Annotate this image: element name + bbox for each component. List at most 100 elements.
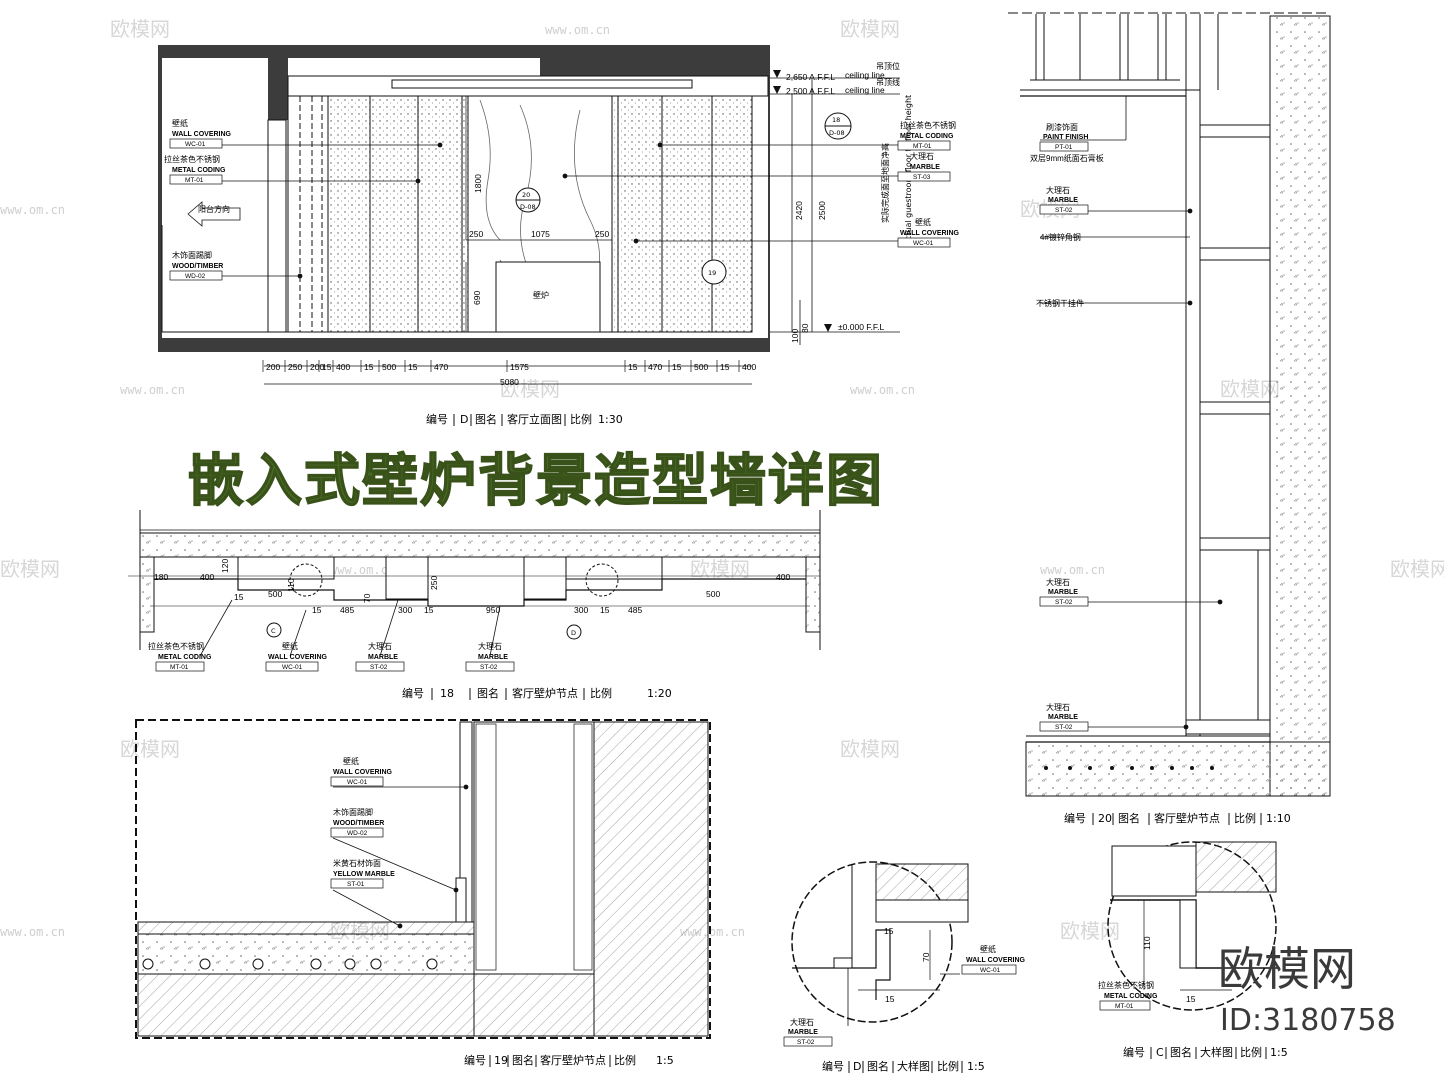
- plan-label-marble-2: 大理石 MARBLE ST-02: [465, 641, 515, 672]
- svg-text:ST-02: ST-02: [370, 664, 388, 671]
- svg-text:双层9mm纸面石膏板: 双层9mm纸面石膏板: [1030, 153, 1104, 163]
- plan-dim-0: 180: [154, 572, 168, 582]
- label-metal-coding-right: 拉丝茶色不锈钢 METAL CODING MT-01: [897, 120, 956, 151]
- section19-drawing: [135, 719, 711, 1039]
- height-note-cn: 实际完成面至地面净高: [880, 143, 890, 223]
- ceiling-cn-1: 吊顶位: [876, 61, 900, 71]
- svg-text:1:5: 1:5: [967, 1060, 985, 1073]
- elevation-dim-11: 470: [648, 362, 662, 372]
- svg-text:木饰面踢脚: 木饰面踢脚: [172, 250, 212, 260]
- svg-text:比例: 比例: [570, 412, 592, 426]
- level-2500: 2,500 A.F.F.L: [786, 86, 835, 96]
- detailC-label-metal: 拉丝茶色不锈钢 METAL CODING MT-01: [1098, 980, 1158, 1011]
- plan-dim-3: 485: [340, 605, 354, 615]
- svg-text:拉丝茶色不锈钢: 拉丝茶色不锈钢: [164, 154, 220, 164]
- watermark-text: 欧模网: [840, 17, 900, 41]
- dim-250-left: 250: [469, 229, 483, 239]
- watermark-text: 欧模网: [1390, 557, 1444, 581]
- plan-labels: 拉丝茶色不锈钢 METAL CODING MT-01 壁纸 WALL COVER…: [148, 641, 515, 672]
- section20-drawing: [1008, 12, 1331, 797]
- plan-label-wallcovering: 壁纸 WALL COVERING WC-01: [265, 641, 328, 672]
- detailC-dim-15: 15: [1186, 994, 1196, 1004]
- caption-section19: 编号 19 图名 客厅壁炉节点 比例 1:5: [464, 1053, 674, 1067]
- watermark-url: www.om.cn: [0, 203, 65, 217]
- svg-text:米黄石材饰面: 米黄石材饰面: [333, 858, 381, 868]
- plan-dim-15: 15: [312, 605, 322, 615]
- detailD-labels: 壁纸 WALL COVERING WC-01 大理石 MARBLE ST-02: [783, 944, 1026, 1047]
- svg-text:图名: 图名: [867, 1059, 889, 1073]
- detailD-drawing: 70 15 15: [791, 861, 969, 1026]
- dim-250-right: 250: [595, 229, 609, 239]
- watermark-text: 欧模网: [110, 17, 170, 41]
- elevation-dim-13: 500: [694, 362, 708, 372]
- label-wallcovering-right: 壁纸 WALL COVERING WC-01: [897, 217, 960, 248]
- svg-text:拉丝茶色不锈钢: 拉丝茶色不锈钢: [1098, 980, 1154, 990]
- label-wallcovering: 壁纸 WALL COVERING WC-01: [169, 118, 232, 149]
- svg-text:编号: 编号: [822, 1059, 844, 1073]
- detailD-label-wallcovering: 壁纸 WALL COVERING WC-01: [961, 944, 1026, 975]
- svg-text:刷漆饰面: 刷漆饰面: [1046, 122, 1078, 132]
- svg-text:METAL CODING: METAL CODING: [900, 133, 954, 140]
- svg-text:MT-01: MT-01: [1115, 1003, 1134, 1010]
- brand-id: ID:3180758: [1220, 1003, 1396, 1038]
- elevation-dim-2: 200: [310, 362, 324, 372]
- dim-80: 80: [800, 323, 810, 333]
- svg-text:图名: 图名: [477, 686, 499, 700]
- svg-text:编号: 编号: [1064, 811, 1086, 825]
- svg-text:WALL COVERING: WALL COVERING: [966, 957, 1026, 964]
- s20-label-marble-1: 大理石 MARBLE ST-02: [1039, 185, 1089, 215]
- watermark-text: 欧模网: [120, 737, 180, 761]
- elevation-right-labels: 拉丝茶色不锈钢 METAL CODING MT-01 大理石 MARBLE ST…: [897, 120, 960, 248]
- tag18-number: 18: [832, 116, 840, 124]
- elevation-dim-10: 15: [628, 362, 638, 372]
- svg-text:拉丝茶色不锈钢: 拉丝茶色不锈钢: [900, 120, 956, 130]
- svg-text:大理石: 大理石: [478, 641, 502, 651]
- dim-total-5080: 5080: [500, 377, 519, 387]
- elevation-dim-3: 15: [322, 362, 332, 372]
- tag20-number: 20: [522, 191, 530, 199]
- dim-690: 690: [472, 291, 482, 305]
- detailC-dim-110: 110: [1142, 936, 1152, 950]
- svg-text:ST-01: ST-01: [347, 881, 365, 888]
- elevation-dim-12: 15: [672, 362, 682, 372]
- caption-plan: 编号 18 图名 客厅壁炉节点 比例 1:20: [402, 686, 672, 700]
- svg-text:ST-02: ST-02: [1055, 724, 1073, 731]
- svg-text:图名: 图名: [1170, 1045, 1192, 1059]
- tag18-sheet: D-08: [829, 129, 845, 137]
- plan-dim-17: 15: [600, 605, 610, 615]
- svg-text:1:20: 1:20: [647, 687, 672, 700]
- section19-labels: 壁纸 WALL COVERING WC-01 木饰面踢脚 WOOD/TIMBER…: [330, 756, 395, 889]
- s20-label-paint: 刷漆饰面 PAINT FINISH PT-01 双层9mm纸面石膏板: [1030, 122, 1104, 163]
- svg-text:D: D: [853, 1060, 861, 1073]
- elevation-dim-0: 200: [266, 362, 280, 372]
- svg-text:拉丝茶色不锈钢: 拉丝茶色不锈钢: [148, 641, 204, 651]
- watermark-url: www.om.cn: [0, 925, 65, 939]
- svg-text:编号: 编号: [1123, 1045, 1145, 1059]
- watermark-url: www.om.cn: [850, 383, 915, 397]
- svg-text:大理石: 大理石: [1046, 577, 1070, 587]
- caption-detailC: 编号 C 图名 大样图 比例 1:5: [1123, 1045, 1288, 1059]
- svg-text:D: D: [460, 413, 468, 426]
- svg-text:客厅壁炉节点: 客厅壁炉节点: [540, 1053, 606, 1067]
- svg-text:大理石: 大理石: [790, 1017, 814, 1027]
- svg-text:WALL COVERING: WALL COVERING: [268, 654, 328, 661]
- detailD-dim-70: 70: [921, 952, 931, 962]
- svg-text:壁纸: 壁纸: [980, 944, 996, 954]
- elevation-drawing: 1800 690 250 1075 250 壁炉 20 D-08 18 D-08…: [158, 45, 913, 387]
- plan-dim-10: 120: [220, 559, 230, 573]
- ceiling-cn-2: 吊顶线: [876, 77, 900, 87]
- level-2650: 2,650 A.F.F.L: [786, 72, 835, 82]
- watermark-text: 欧模网: [500, 377, 560, 401]
- tag20-sheet: D-08: [520, 203, 536, 211]
- svg-text:METAL CODING: METAL CODING: [158, 654, 212, 661]
- svg-text:编号: 编号: [464, 1053, 486, 1067]
- svg-text:ST-02: ST-02: [1055, 207, 1073, 214]
- svg-text:1:30: 1:30: [598, 413, 623, 426]
- svg-text:图名: 图名: [1118, 811, 1140, 825]
- elevation-dim-4: 400: [336, 362, 350, 372]
- dim-1075: 1075: [531, 229, 550, 239]
- plan-dim-1: 400: [200, 572, 214, 582]
